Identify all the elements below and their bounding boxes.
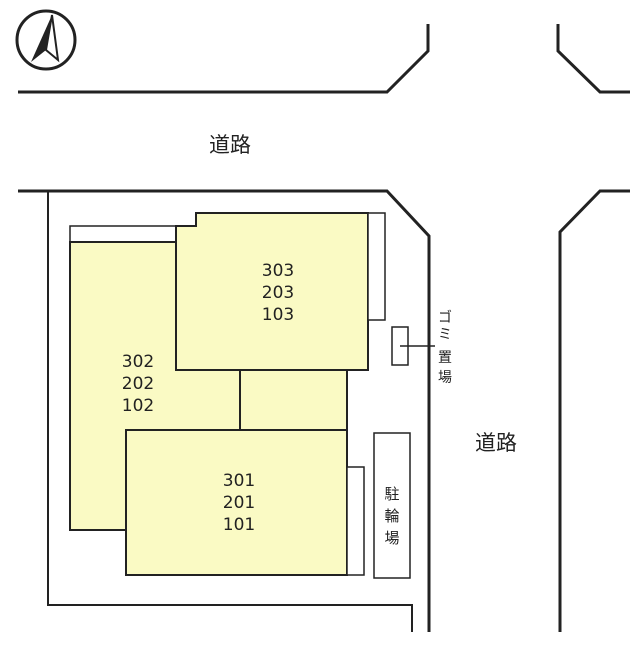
balcony-south [346, 466, 365, 576]
bicycle-label-char: 場 [384, 529, 399, 547]
bicycle-label-char: 駐 [384, 485, 399, 503]
garbage-label-char: 場 [438, 370, 452, 386]
bicycle-label-char: 輪 [384, 507, 399, 525]
building-northeast [175, 212, 386, 371]
building-connector [239, 367, 348, 433]
road-edges [18, 24, 630, 632]
site-boundary [18, 189, 431, 632]
unit-label: 303 [262, 261, 294, 281]
garbage-label-char: ミ [438, 327, 452, 343]
balcony-west [69, 225, 179, 243]
garbage-label-char: ゴ [438, 309, 452, 326]
unit-label: 301 [223, 471, 255, 491]
unit-label: 202 [122, 374, 154, 394]
site-boundary-inner [47, 191, 413, 632]
north-road-edge [18, 24, 430, 94]
unit-label: 103 [262, 305, 294, 325]
unit-label: 101 [223, 515, 255, 535]
east-road-label: 道路 [475, 431, 517, 455]
north-arrow-icon [15, 9, 77, 71]
bicycle-parking [373, 432, 411, 579]
unit-label: 203 [262, 283, 294, 303]
building-south [125, 429, 365, 576]
north-road-label: 道路 [209, 133, 251, 157]
garbage-label-char: 置 [438, 350, 452, 366]
unit-label: 201 [223, 493, 255, 513]
northeast-corner-edge [556, 24, 630, 94]
east-road-edge [558, 189, 630, 632]
unit-label: 302 [122, 352, 154, 372]
balcony-northeast [367, 212, 386, 321]
unit-label: 102 [122, 396, 154, 416]
